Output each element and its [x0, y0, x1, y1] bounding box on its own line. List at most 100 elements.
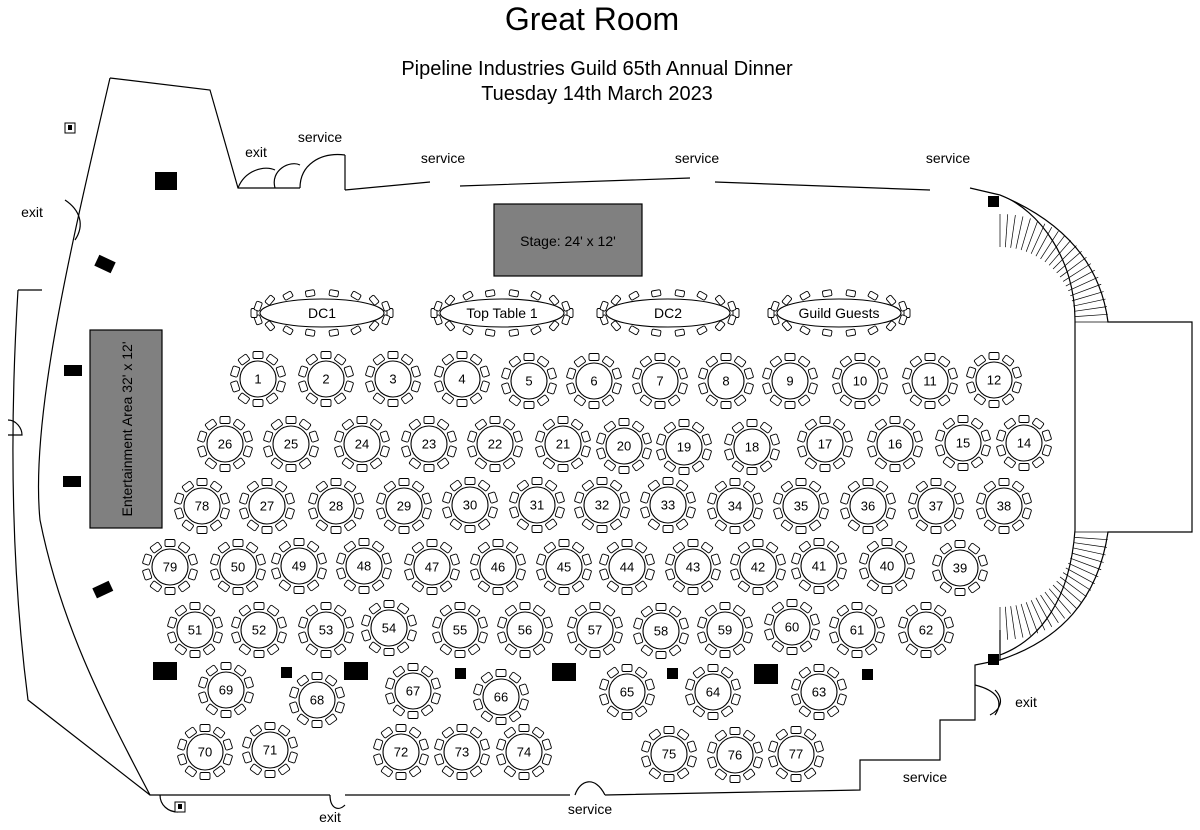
- table-top[interactable]: [443, 360, 481, 398]
- round-table[interactable]: 57: [567, 602, 623, 658]
- table-top[interactable]: [272, 425, 310, 463]
- round-table[interactable]: 30: [442, 477, 498, 533]
- round-table[interactable]: 38: [976, 478, 1032, 534]
- round-table[interactable]: 34: [707, 478, 763, 534]
- table-top[interactable]: [374, 360, 412, 398]
- table-top[interactable]: [575, 362, 613, 400]
- table-top[interactable]: [733, 428, 771, 466]
- round-table[interactable]: 14: [996, 415, 1052, 471]
- round-table[interactable]: 2: [298, 351, 354, 407]
- round-table[interactable]: 19: [656, 419, 712, 475]
- table-top[interactable]: [506, 611, 544, 649]
- round-table[interactable]: 36: [840, 478, 896, 534]
- table-top[interactable]: [907, 611, 945, 649]
- round-table[interactable]: 53: [298, 602, 354, 658]
- head-table[interactable]: Top Table 1: [430, 289, 574, 337]
- round-table[interactable]: 1: [230, 351, 286, 407]
- table-top[interactable]: [251, 731, 289, 769]
- table-top[interactable]: [641, 362, 679, 400]
- round-table[interactable]: 45: [536, 539, 592, 595]
- table-top[interactable]: [739, 548, 777, 586]
- round-table[interactable]: 75: [641, 726, 697, 782]
- round-table[interactable]: 56: [497, 602, 553, 658]
- table-top[interactable]: [479, 548, 517, 586]
- table-top[interactable]: [716, 487, 754, 525]
- table-top[interactable]: [207, 671, 245, 709]
- table-top[interactable]: [443, 733, 481, 771]
- table-top[interactable]: [576, 611, 614, 649]
- round-table[interactable]: 12: [966, 352, 1022, 408]
- round-table[interactable]: 59: [697, 602, 753, 658]
- table-top[interactable]: [307, 611, 345, 649]
- table-top[interactable]: [944, 424, 982, 462]
- round-table[interactable]: 26: [197, 416, 253, 472]
- round-table[interactable]: 39: [932, 540, 988, 596]
- table-top[interactable]: [773, 608, 811, 646]
- round-table[interactable]: 33: [640, 477, 696, 533]
- round-table[interactable]: 68: [289, 672, 345, 728]
- round-table[interactable]: 67: [385, 663, 441, 719]
- table-top[interactable]: [410, 425, 448, 463]
- round-table[interactable]: 64: [685, 664, 741, 720]
- table-top[interactable]: [298, 681, 336, 719]
- table-top[interactable]: [985, 487, 1023, 525]
- table-top[interactable]: [674, 548, 712, 586]
- table-top[interactable]: [876, 425, 914, 463]
- table-top[interactable]: [649, 486, 687, 524]
- table-top[interactable]: [694, 673, 732, 711]
- round-table[interactable]: 65: [599, 664, 655, 720]
- head-table[interactable]: Guild Guests: [767, 289, 911, 337]
- table-top[interactable]: [800, 547, 838, 585]
- table-top[interactable]: [307, 360, 345, 398]
- round-table[interactable]: 60: [764, 599, 820, 655]
- table-top[interactable]: [451, 486, 489, 524]
- round-table[interactable]: 37: [908, 478, 964, 534]
- table-top[interactable]: [806, 425, 844, 463]
- table-top[interactable]: [777, 735, 815, 773]
- table-top[interactable]: [219, 548, 257, 586]
- table-top[interactable]: [240, 611, 278, 649]
- table-top[interactable]: [206, 425, 244, 463]
- table-top[interactable]: [545, 548, 583, 586]
- round-table[interactable]: 4: [434, 351, 490, 407]
- round-table[interactable]: 54: [361, 600, 417, 656]
- round-table[interactable]: 70: [177, 724, 233, 780]
- round-table[interactable]: 62: [898, 602, 954, 658]
- round-table[interactable]: 41: [791, 538, 847, 594]
- table-top[interactable]: [782, 487, 820, 525]
- table-top[interactable]: [248, 487, 286, 525]
- round-table[interactable]: 61: [829, 602, 885, 658]
- table-top[interactable]: [608, 548, 646, 586]
- table-top[interactable]: [911, 362, 949, 400]
- round-table[interactable]: 77: [768, 726, 824, 782]
- table-top[interactable]: [413, 548, 451, 586]
- table-top[interactable]: [518, 486, 556, 524]
- round-table[interactable]: 58: [633, 603, 689, 659]
- round-table[interactable]: 72: [373, 724, 429, 780]
- table-top[interactable]: [382, 733, 420, 771]
- table-top[interactable]: [838, 611, 876, 649]
- round-table[interactable]: 8: [698, 353, 754, 409]
- round-table[interactable]: 20: [596, 418, 652, 474]
- table-top[interactable]: [665, 428, 703, 466]
- table-top[interactable]: [151, 548, 189, 586]
- round-table[interactable]: 27: [239, 478, 295, 534]
- table-top[interactable]: [176, 611, 214, 649]
- head-table-top[interactable]: [776, 298, 902, 328]
- table-top[interactable]: [707, 362, 745, 400]
- table-top[interactable]: [716, 736, 754, 774]
- table-top[interactable]: [650, 735, 688, 773]
- round-table[interactable]: 44: [599, 539, 655, 595]
- table-top[interactable]: [280, 547, 318, 585]
- round-table[interactable]: 22: [467, 416, 523, 472]
- table-top[interactable]: [510, 362, 548, 400]
- head-table-top[interactable]: [439, 298, 565, 328]
- round-table[interactable]: 66: [473, 669, 529, 725]
- round-table[interactable]: 3: [365, 351, 421, 407]
- round-table[interactable]: 24: [334, 416, 390, 472]
- head-table[interactable]: DC1: [250, 289, 394, 337]
- round-table[interactable]: 10: [832, 353, 888, 409]
- round-table[interactable]: 23: [401, 416, 457, 472]
- table-top[interactable]: [975, 361, 1013, 399]
- round-table[interactable]: 42: [730, 539, 786, 595]
